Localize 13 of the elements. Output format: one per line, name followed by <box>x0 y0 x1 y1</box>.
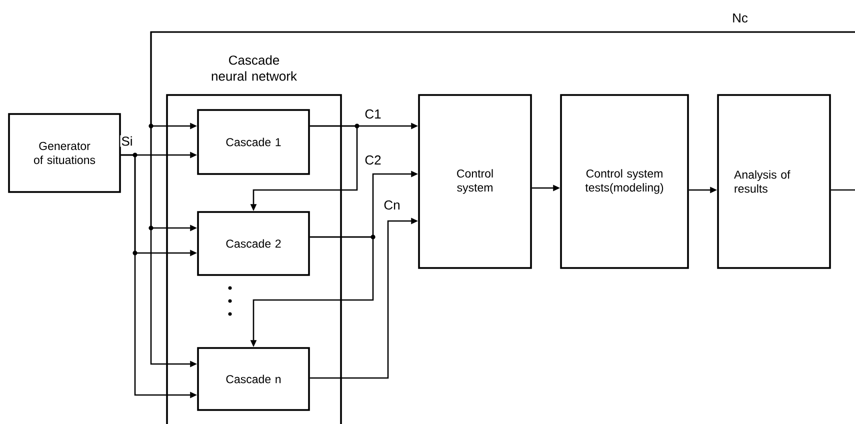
edge-label: C1 <box>365 109 381 119</box>
frame-heading: Cascade neural network <box>212 55 297 81</box>
process-box: Cascade 2 <box>197 211 310 276</box>
process-box: Control system tests(modeling) <box>560 94 689 269</box>
process-box: Cascade n <box>197 347 310 411</box>
process-box: Generator of situations <box>8 113 121 193</box>
process-box: Analysis of results <box>717 94 831 269</box>
edge-label: Si <box>122 136 132 146</box>
process-box: Control system <box>418 94 532 269</box>
edge-label: Cn <box>384 200 400 210</box>
process-box: Cascade 1 <box>197 109 310 175</box>
edge-label: Nc <box>733 13 748 23</box>
edge-label: C2 <box>365 155 381 165</box>
